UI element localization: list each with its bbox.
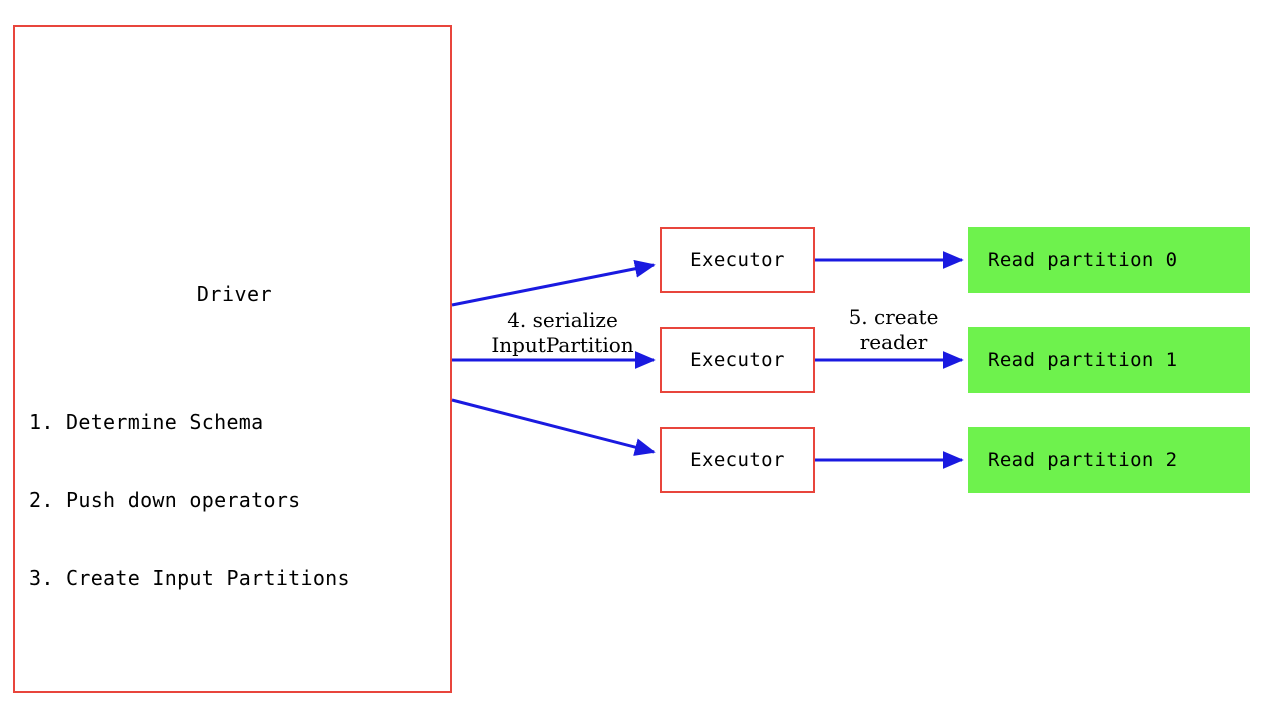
driver-steps-list: 1. Determine Schema 2. Push down operato… (29, 357, 449, 643)
arrow-label-create-reader: 5. create reader (822, 305, 965, 355)
executor-box-0: Executor (660, 227, 815, 293)
read-partition-box-1: Read partition 1 (968, 327, 1250, 393)
read-partition-box-2: Read partition 2 (968, 427, 1250, 493)
arrow-driver-to-executor-2 (451, 398, 656, 456)
executor-box-2: Executor (660, 427, 815, 493)
arrow-label-serialize-line-2: InputPartition (491, 333, 634, 357)
read-partition-box-0: Read partition 0 (968, 227, 1250, 293)
read-partition-label-2: Read partition 2 (988, 449, 1178, 471)
read-partition-label-0: Read partition 0 (988, 249, 1178, 271)
driver-box: Driver 1. Determine Schema 2. Push down … (13, 25, 452, 693)
executor-label-2: Executor (690, 449, 785, 471)
read-partition-label-1: Read partition 1 (988, 349, 1178, 371)
arrow-driver-to-executor-0 (451, 259, 656, 307)
executor-label-0: Executor (690, 249, 785, 271)
executor-label-1: Executor (690, 349, 785, 371)
driver-step-1: 1. Determine Schema (29, 410, 264, 434)
executor-box-1: Executor (660, 327, 815, 393)
arrow-label-serialize-input-partition: 4. serialize InputPartition (460, 308, 665, 358)
driver-title: Driver (196, 282, 273, 306)
arrow-label-create-reader-line-2: reader (859, 330, 928, 354)
arrow-label-create-reader-line-1: 5. create (848, 305, 939, 329)
driver-step-2: 2. Push down operators (29, 488, 301, 512)
driver-step-3: 3. Create Input Partitions (29, 566, 350, 590)
arrow-label-serialize-line-1: 4. serialize (507, 308, 618, 332)
